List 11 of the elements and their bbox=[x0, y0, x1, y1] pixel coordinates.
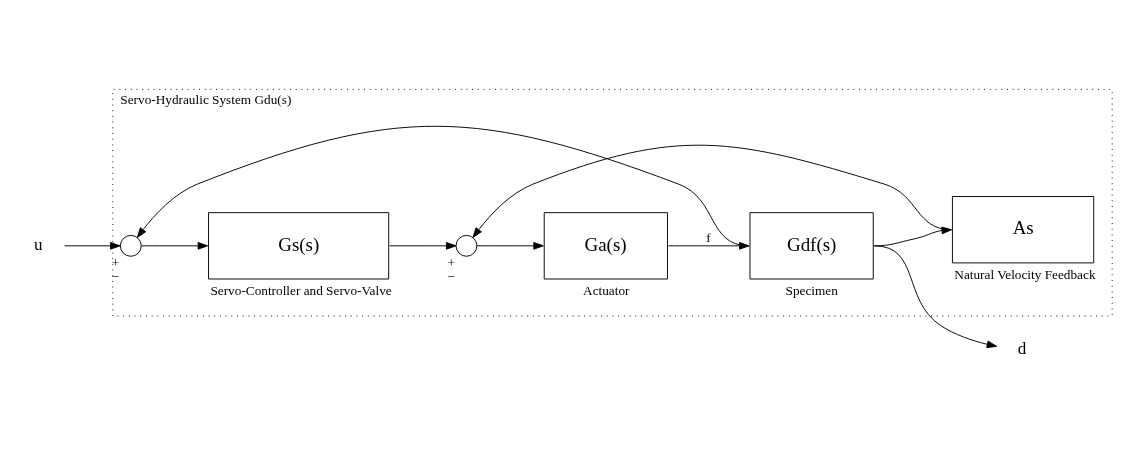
node-label: + bbox=[111, 254, 120, 270]
node-label: Specimen bbox=[785, 283, 838, 299]
edge-label: f bbox=[706, 230, 711, 246]
node-label: Natural Velocity Feedback bbox=[954, 267, 1096, 283]
node-label: + bbox=[447, 254, 455, 270]
node-label: − bbox=[111, 269, 120, 285]
node-label: Servo-Controller and Servo-Valve bbox=[210, 283, 392, 299]
node-label: − bbox=[447, 269, 455, 285]
node-text: u bbox=[34, 235, 43, 255]
node-label: Actuator bbox=[583, 283, 630, 299]
node-text: d bbox=[1017, 339, 1027, 359]
